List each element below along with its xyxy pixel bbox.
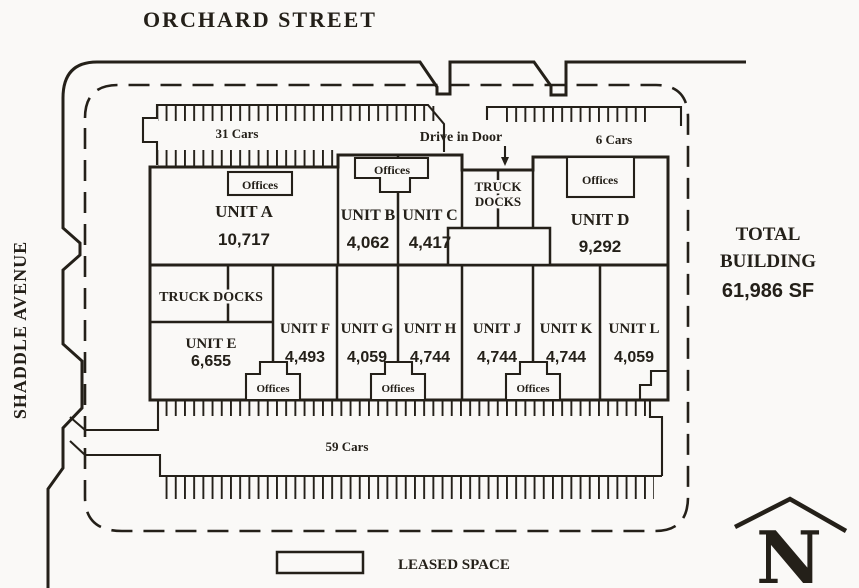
unit-gh-offices-label: Offices [382,383,416,395]
site-boundary-top [61,60,746,99]
unit-h-name: UNIT H [404,321,457,337]
parking-ticks-31-upper [158,106,441,121]
parking-31-cars-label: 31 Cars [216,126,259,141]
parking-ticks-59-upper [157,400,651,416]
total-building-area: 61,986 SF [722,280,814,302]
drive-in-door-arrowhead [501,157,509,166]
unit-d-offices-label: Offices [582,173,618,187]
site-boundary-left [46,98,84,588]
leased-space-swatch [275,550,365,575]
unit-j-name: UNIT J [473,321,522,337]
unit-a-offices-label: Offices [242,178,278,192]
north-arrow-letter: N [756,515,822,588]
truck-dock-apron [446,226,552,267]
unit-g-name: UNIT G [341,321,394,337]
unit-gh-offices-box [369,360,427,402]
orchard-street-label: ORCHARD STREET [143,7,377,32]
unit-k-name: UNIT K [540,321,593,337]
unit-l-corner-step [638,369,668,400]
parking-strip-6-outline [485,105,683,126]
property-line-dashed [83,83,690,533]
unit-jk-offices-box [504,360,562,402]
unit-d-offices-box [565,155,636,199]
unit-b-area: 4,062 [347,233,390,252]
north-arrow-chevron [733,496,848,533]
unit-c-area: 4,417 [409,233,452,252]
lot-edge-right-step [648,400,664,476]
shaddle-avenue-label: SHADDLE AVENUE [10,241,30,419]
unit-j-area: 4,744 [477,349,517,366]
parking-strip-31-outline [141,103,446,165]
truck-docks-top-label-2: DOCKS [475,194,521,209]
unit-ef-offices-label: Offices [257,383,291,395]
leased-space-label: LEASED SPACE [398,557,510,573]
parking-59-cars-label: 59 Cars [326,439,369,454]
unit-a-offices-box [226,170,294,197]
unit-a-area: 10,717 [218,230,270,249]
truck-docks-top-label-1: TRUCK [475,179,523,194]
unit-bc-offices-label: Offices [374,163,410,177]
unit-d-area: 9,292 [579,237,622,256]
unit-e-area: 6,655 [191,353,231,370]
unit-l-area: 4,059 [614,349,654,366]
unit-f-area: 4,493 [285,349,325,366]
total-building-line2: BUILDING [720,251,816,272]
lot-edge-lower [69,440,662,478]
parking-6-cars-label: 6 Cars [596,132,632,147]
unit-h-area: 4,744 [410,349,450,366]
unit-ef-offices-box [244,360,302,402]
unit-bc-offices-box [353,156,430,194]
parking-ticks-6 [504,107,650,122]
unit-k-area: 4,744 [546,349,586,366]
unit-e-name: UNIT E [186,336,237,352]
unit-jk-offices-label: Offices [517,383,551,395]
parking-ticks-59-lower [162,477,654,499]
truck-docks-mid-label: TRUCK DOCKS [159,290,263,305]
unit-d-name: UNIT D [571,210,630,229]
unit-a-name: UNIT A [215,202,274,221]
lot-edge-upper-left [69,400,160,432]
unit-b-name: UNIT B [341,207,396,224]
unit-f-name: UNIT F [280,321,330,337]
parking-ticks-31-lower [158,150,334,167]
unit-g-area: 4,059 [347,349,387,366]
total-building-line1: TOTAL [736,224,801,245]
unit-l-name: UNIT L [609,321,660,337]
unit-c-name: UNIT C [402,207,457,224]
drive-in-door-label: Drive in Door [420,130,502,145]
